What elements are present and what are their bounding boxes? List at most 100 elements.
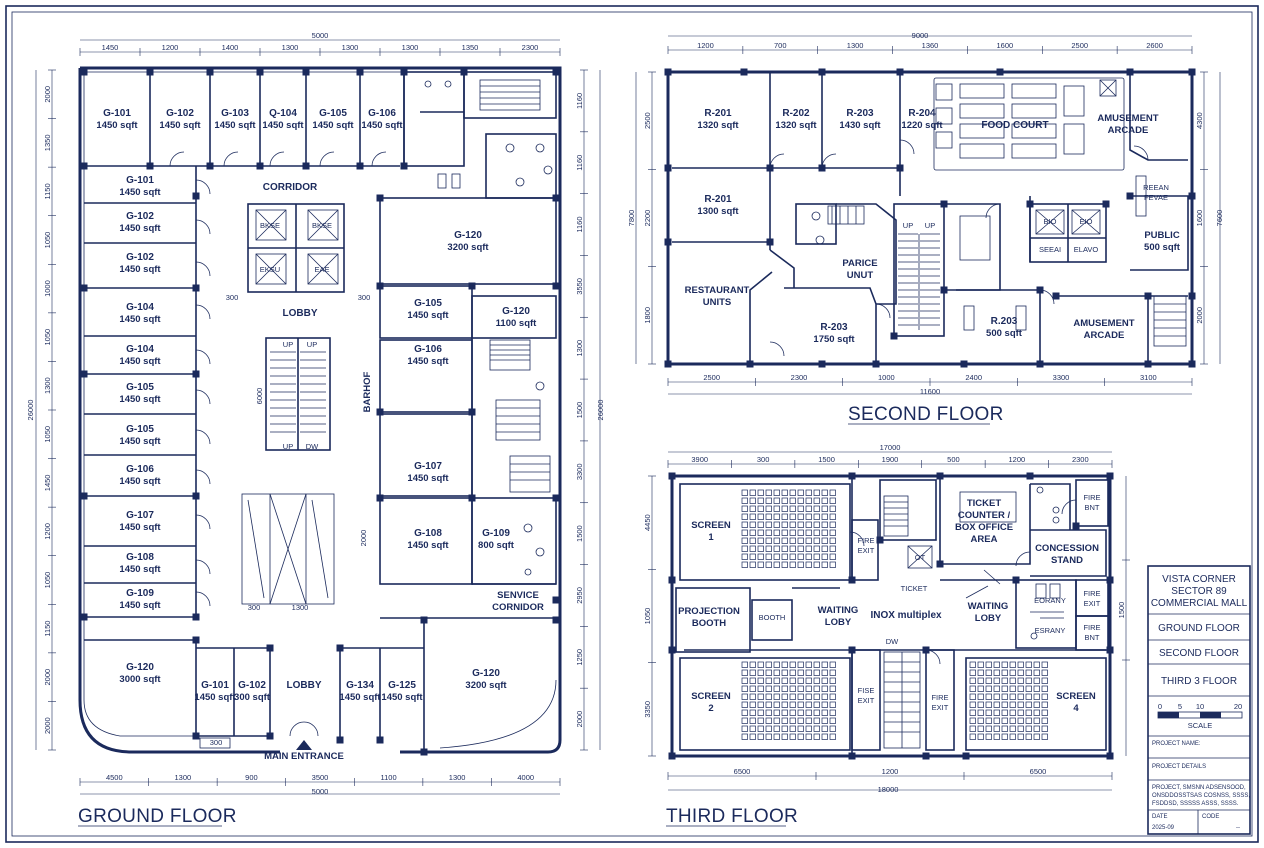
sf-bottom-dim-label: 2300 [791, 373, 808, 382]
cinema-seat [781, 529, 788, 536]
cinema-seat [797, 537, 804, 544]
cinema-seat [813, 693, 820, 700]
gf-right-dim-label: 2950 [575, 587, 584, 604]
cinema-seat [797, 725, 804, 732]
cinema-seat [781, 497, 788, 504]
cinema-seat [813, 529, 820, 536]
cinema-seat [1041, 669, 1048, 676]
cinema-seat [773, 725, 780, 732]
sf-bottom-dim-label: 2500 [703, 373, 720, 382]
tf-fire5-line2: EXIT [932, 703, 949, 712]
cinema-seat [765, 677, 772, 684]
column-marker [420, 748, 428, 756]
cinema-seat [1033, 725, 1040, 732]
gf-left-shop-area: 1450 sqft [119, 356, 161, 367]
tf-top-dim-label: 1500 [818, 455, 835, 464]
ground-floor-title: GROUND FLOOR [78, 806, 237, 827]
gf-up-1: UP [283, 340, 293, 349]
gf-dim-300b: 300 [358, 293, 371, 302]
tf-booth-label: BOOTH [759, 613, 786, 622]
column-marker [940, 200, 948, 208]
cinema-seat [1009, 709, 1016, 716]
cinema-seat [765, 497, 772, 504]
gf-left-dim-label: 2000 [43, 669, 52, 686]
gf-right-dim-label: 3300 [575, 463, 584, 480]
column-marker [896, 164, 904, 172]
gf-lift-2: BKSE [312, 221, 332, 230]
cinema-seat [757, 497, 764, 504]
cinema-seat [813, 717, 820, 724]
cinema-seat [789, 505, 796, 512]
cinema-seat [757, 717, 764, 724]
column-marker [1188, 292, 1196, 300]
cinema-seat [969, 661, 976, 668]
cinema-seat [969, 733, 976, 740]
cinema-seat [765, 489, 772, 496]
cinema-seat [757, 529, 764, 536]
cinema-seat [829, 505, 836, 512]
cinema-seat [773, 717, 780, 724]
cinema-seat [821, 685, 828, 692]
cinema-seat [741, 669, 748, 676]
gf-left-shop-area: 1450 sqft [119, 394, 161, 405]
cinema-seat [1009, 677, 1016, 684]
cinema-seat [1025, 669, 1032, 676]
cinema-seat [781, 513, 788, 520]
tb-sheet-third: THIRD 3 FLOOR [1161, 676, 1237, 687]
column-marker [256, 162, 264, 170]
column-marker [80, 284, 88, 292]
column-marker [1052, 292, 1060, 300]
cinema-seat [757, 685, 764, 692]
tf-bottom-dim-label: 1200 [882, 767, 899, 776]
cinema-seat [781, 677, 788, 684]
cinema-seat [765, 717, 772, 724]
cinema-seat [741, 513, 748, 520]
sf-room-id: R-201 [704, 108, 732, 119]
tf-waiting2-line2: LOBY [975, 613, 1002, 624]
cinema-seat [821, 505, 828, 512]
tf-right-dims: 1500 [1117, 559, 1130, 661]
column-marker [192, 613, 200, 621]
cinema-seat [765, 725, 772, 732]
cinema-seat [749, 537, 756, 544]
cinema-seat [1009, 733, 1016, 740]
gf-left-shop-id: G-107 [126, 510, 154, 521]
cinema-seat [757, 733, 764, 740]
cinema-seat [781, 685, 788, 692]
sf-lift-2: EIO [1080, 217, 1093, 226]
cinema-seat [765, 733, 772, 740]
cinema-seat [1041, 701, 1048, 708]
column-marker [1036, 360, 1044, 368]
cinema-seat [797, 521, 804, 528]
cinema-seat [993, 661, 1000, 668]
gf-right-dim-label: 1160 [575, 155, 584, 171]
column-marker [206, 162, 214, 170]
cinema-seat [797, 513, 804, 520]
cinema-seat [829, 513, 836, 520]
tf-fire1-line1: FIRE [857, 536, 874, 545]
column-marker [336, 644, 344, 652]
gf-left-shop-id: G-105 [126, 382, 154, 393]
cinema-seat [757, 489, 764, 496]
cinema-seat [805, 701, 812, 708]
cinema-seat [821, 701, 828, 708]
cinema-seat [789, 677, 796, 684]
tf-fire4-line2: BNT [1085, 633, 1100, 642]
sf-left-dim-label: 2200 [643, 210, 652, 227]
sf-food-court-label: FOOD COURT [981, 120, 1048, 131]
scale-tick-20: 20 [1234, 702, 1242, 711]
sf-right-dim-label: 4300 [1195, 112, 1204, 129]
gf-bottom-shop-area: 1450 sqft [339, 692, 381, 703]
cinema-seat [781, 521, 788, 528]
column-marker [940, 286, 948, 294]
column-marker [746, 360, 754, 368]
cinema-seat [781, 701, 788, 708]
cinema-seat [765, 505, 772, 512]
cinema-seat [757, 545, 764, 552]
cinema-seat [1025, 709, 1032, 716]
sf-up-1: UP [903, 221, 913, 230]
cinema-seat [821, 677, 828, 684]
